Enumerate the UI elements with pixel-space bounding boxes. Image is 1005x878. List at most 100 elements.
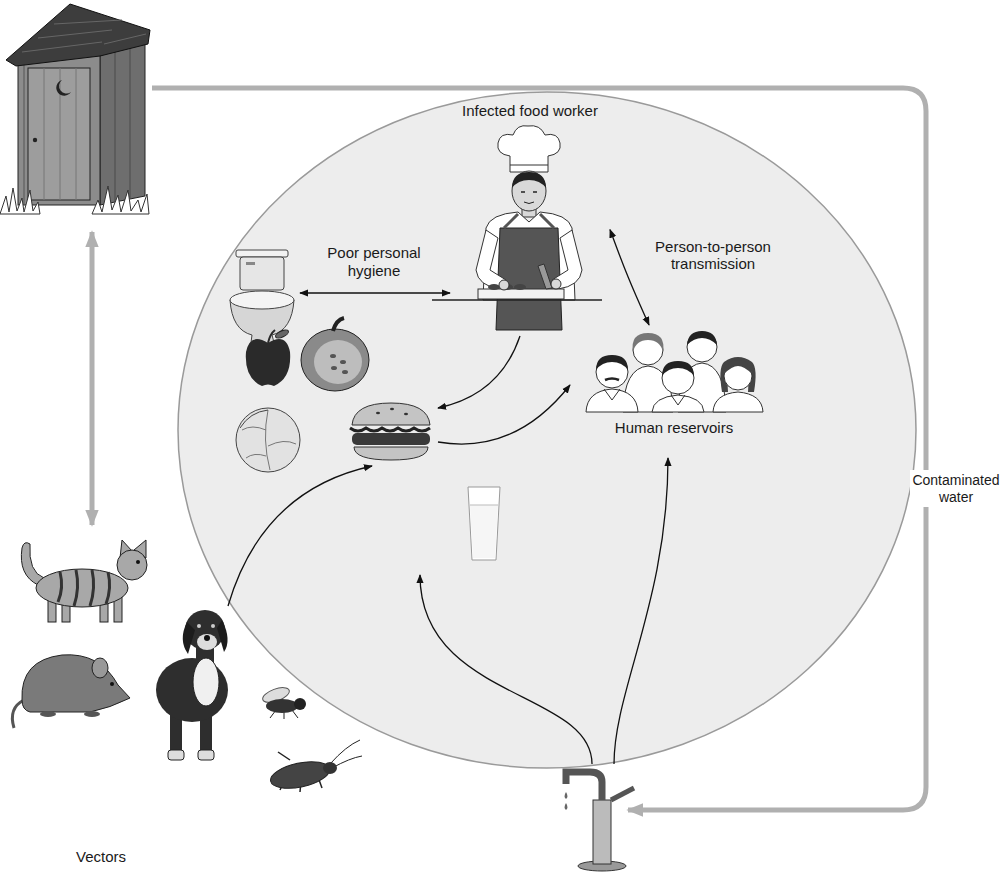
dog-illustration [217,620,228,652]
group-label: Infected food worker [462,102,598,120]
dog-illustration [211,624,215,628]
burger-illustration [390,408,394,410]
outhouse-illustration [130,44,131,199]
people-illustration [671,395,685,405]
milk-glass-illustration [468,487,500,560]
people-illustration [586,331,763,412]
food-worker-illustration [504,214,518,228]
fly-illustration [294,698,306,710]
rat-illustration [92,658,108,678]
apple-illustration [274,328,289,339]
people-illustration [652,395,704,412]
faucet-illustration [565,803,568,810]
hygiene-arrow [300,292,450,293]
outhouse-illustration [22,42,102,52]
cat-illustration [36,569,128,607]
fly-illustration [292,710,298,718]
people-illustration [633,333,664,352]
pumpkin-illustration [340,360,346,364]
fly-illustration [261,685,306,719]
burger-illustration [350,428,430,431]
cockroach-illustration [323,762,337,774]
people-illustration [724,360,752,374]
food-worker-illustration [533,191,537,193]
faucet-illustration [566,772,602,800]
food-worker-illustration [514,284,526,290]
food-worker-illustration [524,202,534,204]
edge-label: Person-to-person transmission [648,238,778,273]
rat-illustration [22,655,130,712]
burger-illustration [350,403,430,460]
outhouse-illustration [0,4,150,214]
cabbage-illustration [265,410,270,470]
rat-illustration [84,711,100,717]
illustrated-group: Infected food worker [450,102,610,322]
outhouse-illustration [44,68,45,200]
food-flow-arrows [438,336,520,408]
people-illustration [605,379,619,381]
outhouse-illustration [56,80,71,96]
food-flow-arrows [438,385,570,444]
toilet-illustration [230,250,294,350]
outhouse-illustration [18,52,100,205]
food-worker-illustration [498,126,561,172]
faucet-illustration [593,800,611,864]
people-illustration [586,389,638,412]
cat-illustration [106,572,110,604]
apple-illustration [246,328,290,386]
faucet-illustration [611,788,634,800]
people-illustration [604,389,620,400]
burger-illustration [404,413,408,415]
cabbage-illustration [268,441,296,446]
people-illustration [596,356,628,388]
fly-illustration [266,699,298,713]
toilet-illustration [240,257,284,290]
food-worker-illustration [478,289,564,299]
pumpkin-illustration [330,354,336,358]
food-flow-arrows [228,336,668,764]
cockroach-illustration [278,752,290,760]
people-illustration [687,332,717,362]
water-route-arrow [152,88,926,810]
outhouse-illustration [100,40,145,205]
people-illustration [596,355,628,370]
food-worker-illustration [496,228,562,330]
hygiene-arrow [300,293,450,294]
rat-illustration [12,655,130,728]
food-worker-illustration [499,280,509,290]
cabbage-illustration [242,427,266,430]
toilet-illustration [246,262,255,265]
food-flow-arrows [420,575,592,764]
illustrated-group: Human reservoirs [578,325,770,437]
people-illustration [713,392,763,412]
cat-illustration [90,570,94,606]
rat-illustration [40,711,56,717]
people-illustration [720,357,755,392]
outhouse-illustration [0,188,40,214]
dog-illustration [168,750,184,760]
burger-illustration [352,403,430,425]
outhouse-illustration [54,20,122,24]
food-worker-illustration [432,299,602,301]
food-worker-illustration [521,191,525,193]
people-illustration [687,331,717,345]
food-worker-illustration [512,171,546,211]
water-route-arrow [152,88,926,810]
transmission-ellipse [178,92,916,768]
outhouse-illustration [6,4,150,66]
pumpkin-illustration [342,370,348,374]
faucet-illustration [565,792,568,799]
people-illustration [662,361,694,376]
group-label: Vectors [76,848,126,866]
apple-illustration [268,330,275,343]
cat-illustration [21,540,147,622]
food-worker-illustration [538,264,552,289]
transmission-ellipse [178,92,916,768]
people-illustration [662,362,694,394]
pumpkin-illustration [314,340,362,384]
food-flow-arrows [614,458,668,764]
milk-glass-illustration [468,487,500,560]
dog-illustration [204,635,210,641]
cat-illustration [58,572,62,602]
